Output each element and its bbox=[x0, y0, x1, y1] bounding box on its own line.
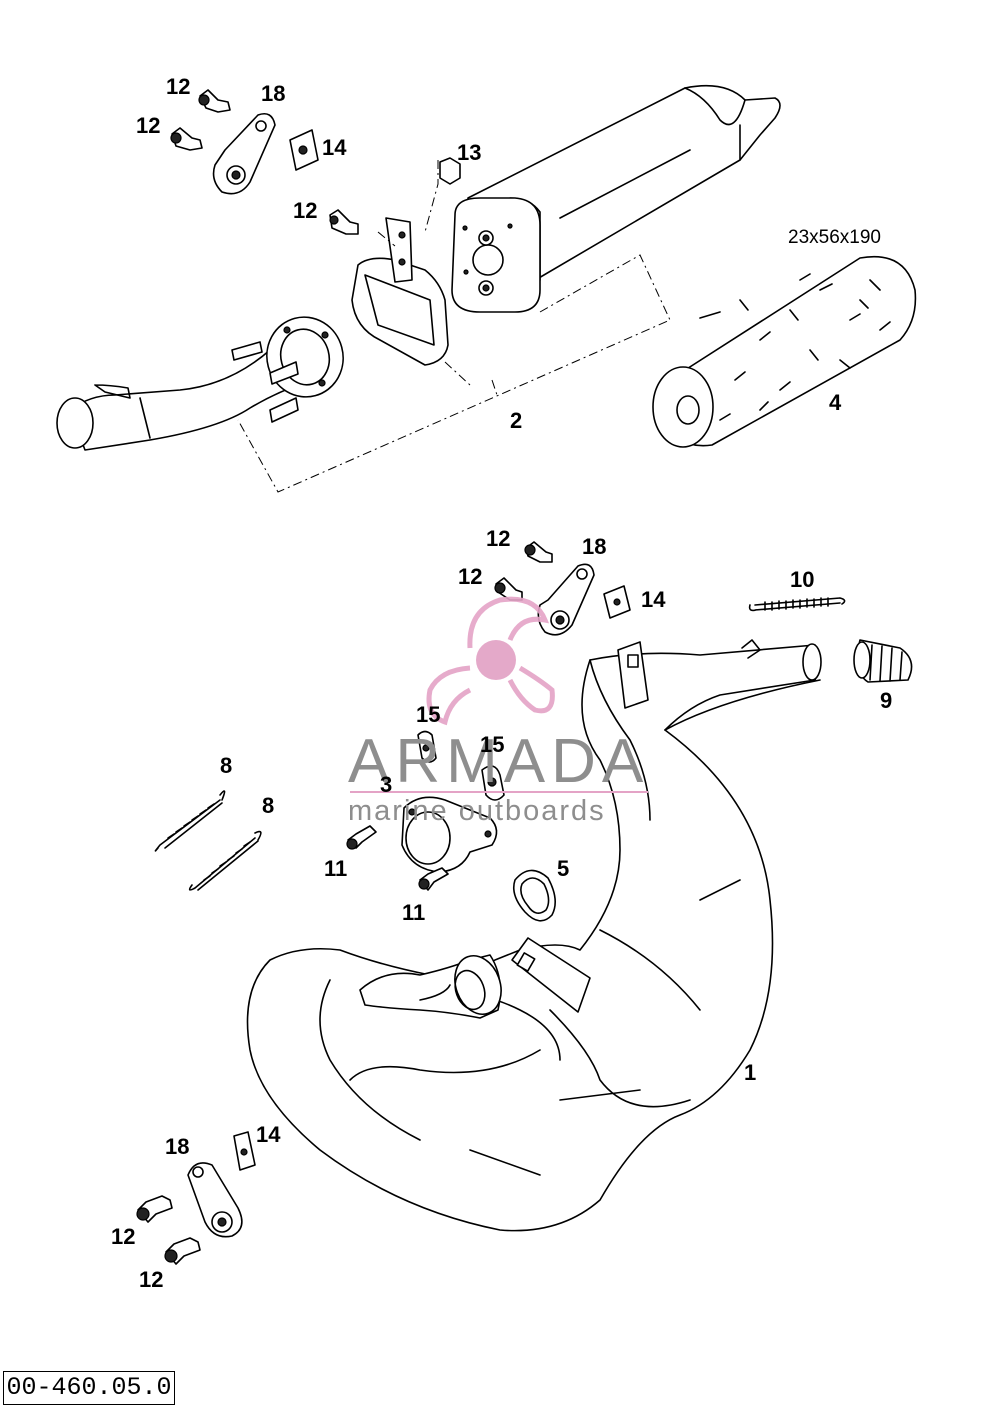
clip-nut-middle bbox=[603, 585, 631, 619]
bracket-plate-middle bbox=[537, 563, 595, 636]
callout-11b: 11 bbox=[402, 900, 425, 925]
bolts-11 bbox=[346, 825, 449, 891]
propeller-blade-right bbox=[507, 665, 555, 714]
callout-10: 10 bbox=[790, 567, 814, 592]
callout-12e: 12 bbox=[458, 564, 482, 589]
bolts-12-middle bbox=[494, 541, 553, 601]
mounting-tab-lower bbox=[511, 937, 591, 1013]
callout-2: 2 bbox=[510, 408, 522, 433]
muffler-insert bbox=[652, 256, 917, 448]
mounting-tab-upper bbox=[617, 641, 649, 709]
callout-18a: 18 bbox=[261, 81, 285, 106]
expansion-chamber bbox=[246, 639, 822, 1232]
callout-4: 4 bbox=[829, 390, 842, 415]
callout-12f: 12 bbox=[111, 1224, 135, 1249]
callout-5: 5 bbox=[557, 856, 569, 881]
reference-code: 00-460.05.0 bbox=[3, 1371, 175, 1405]
manifold-flange bbox=[401, 796, 498, 873]
callout-8a: 8 bbox=[220, 753, 232, 778]
watermark-subtitle: marine outboards bbox=[348, 795, 606, 827]
nut-13 bbox=[439, 157, 461, 185]
leader-lines-upper bbox=[237, 160, 671, 493]
callout-12g: 12 bbox=[139, 1267, 163, 1292]
bolts-upper bbox=[170, 89, 359, 235]
callout-12c: 12 bbox=[293, 198, 317, 223]
callout-14c: 14 bbox=[256, 1122, 281, 1147]
insert-dimensions: 23x56x190 bbox=[788, 227, 881, 248]
propeller-hub bbox=[476, 640, 516, 680]
watermark-logo bbox=[426, 596, 555, 726]
callout-13: 13 bbox=[457, 140, 481, 165]
bolts-12-lower bbox=[136, 1195, 201, 1265]
callout-15a: 15 bbox=[416, 702, 440, 727]
callout-14b: 14 bbox=[641, 587, 666, 612]
bracket-plate-upper bbox=[212, 112, 276, 195]
callout-9: 9 bbox=[880, 688, 892, 713]
flange-studs bbox=[231, 341, 299, 423]
callout-12a: 12 bbox=[166, 74, 190, 99]
callout-12b: 12 bbox=[136, 113, 160, 138]
callout-18c: 18 bbox=[165, 1134, 189, 1159]
propeller-blade-top bbox=[467, 596, 550, 649]
header-pipe-upper bbox=[56, 316, 344, 451]
silencer-body bbox=[451, 84, 781, 313]
spring-10 bbox=[748, 597, 846, 612]
watermark-title: ARMADA bbox=[348, 727, 649, 796]
callout-15b: 15 bbox=[480, 732, 504, 757]
bracket-plate-lower bbox=[187, 1162, 243, 1238]
inlet-elbow bbox=[359, 954, 502, 1019]
callout-18b: 18 bbox=[582, 534, 606, 559]
gasket-5 bbox=[512, 869, 556, 922]
callout-11a: 11 bbox=[324, 856, 347, 881]
callout-1: 1 bbox=[744, 1060, 756, 1085]
callout-14a: 14 bbox=[322, 135, 347, 160]
springs-8 bbox=[154, 790, 262, 891]
clip-nut-lower bbox=[233, 1131, 256, 1171]
propeller-blade-left bbox=[426, 665, 472, 726]
callout-3: 3 bbox=[380, 772, 392, 797]
callout-8b: 8 bbox=[262, 793, 274, 818]
silencer-clamp bbox=[351, 217, 449, 366]
sleeve-9 bbox=[853, 639, 913, 683]
callout-12d: 12 bbox=[486, 526, 510, 551]
clip-nut-upper bbox=[289, 129, 319, 171]
